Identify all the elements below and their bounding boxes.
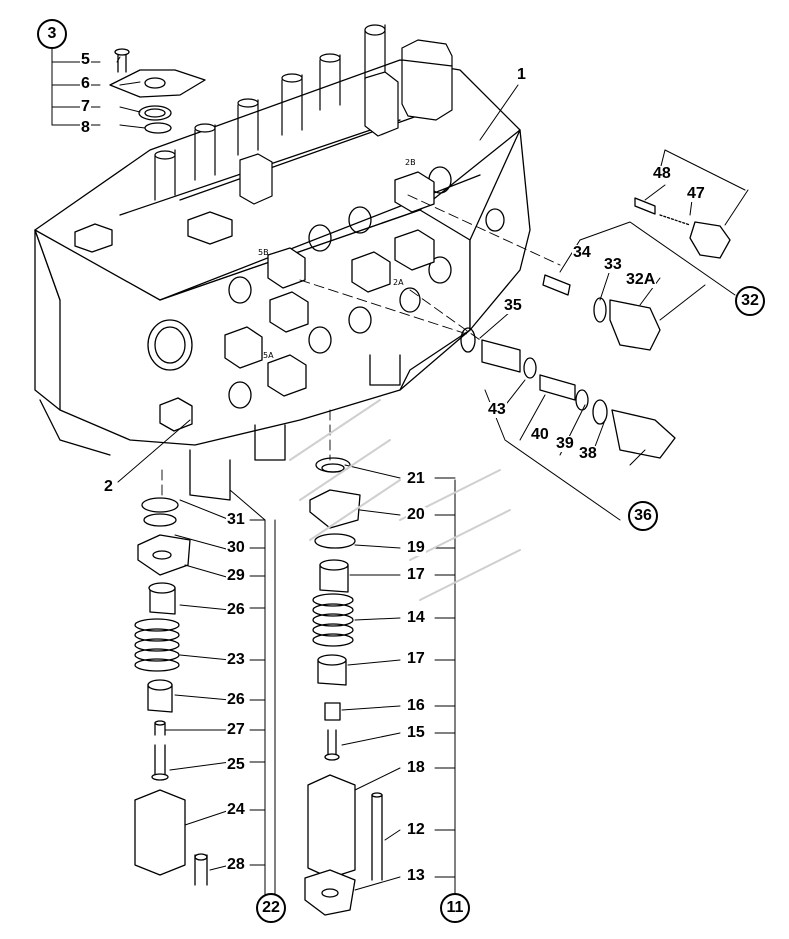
- callout-3: 3: [37, 19, 67, 49]
- body-mark-5a: 5A: [263, 351, 274, 360]
- label-1: 1: [516, 66, 527, 83]
- label-12: 12: [406, 821, 426, 838]
- label-20: 20: [406, 506, 426, 523]
- label-27: 27: [226, 721, 246, 738]
- label-19: 19: [406, 539, 426, 556]
- parts-32-34: [542, 274, 661, 351]
- body-mark-2a: 2A: [393, 278, 404, 287]
- watermark-logo: [289, 399, 521, 601]
- label-43: 43: [487, 401, 507, 418]
- body-mark-2b: 2B: [405, 158, 416, 167]
- label-39: 39: [555, 435, 575, 452]
- label-30: 30: [226, 539, 246, 556]
- label-23: 23: [226, 651, 246, 668]
- valve-body: 2B 5B 2A 5A: [34, 24, 531, 501]
- label-14: 14: [406, 609, 426, 626]
- label-24: 24: [226, 801, 246, 818]
- leader-lines: [51, 47, 749, 906]
- label-26-upper: 26: [226, 601, 246, 618]
- parts-35-43: [460, 327, 676, 459]
- label-15: 15: [406, 724, 426, 741]
- parts-5-8: [109, 48, 206, 134]
- label-26-lower: 26: [226, 691, 246, 708]
- label-7: 7: [80, 98, 91, 115]
- callout-22: 22: [256, 893, 286, 923]
- label-34: 34: [572, 244, 592, 261]
- label-6: 6: [80, 75, 91, 92]
- callout-32: 32: [735, 286, 765, 316]
- label-17-lower: 17: [406, 650, 426, 667]
- label-25: 25: [226, 756, 246, 773]
- label-5: 5: [80, 51, 91, 68]
- label-35: 35: [503, 297, 523, 314]
- label-28: 28: [226, 856, 246, 873]
- label-47: 47: [686, 185, 706, 202]
- label-8: 8: [80, 119, 91, 136]
- centre-lines: [161, 194, 561, 501]
- label-16: 16: [406, 697, 426, 714]
- label-21: 21: [406, 470, 426, 487]
- label-38: 38: [578, 445, 598, 462]
- callout-36: 36: [628, 501, 658, 531]
- label-31: 31: [226, 511, 246, 528]
- callout-11: 11: [440, 893, 470, 923]
- body-mark-5b: 5B: [258, 248, 269, 257]
- label-40: 40: [530, 426, 550, 443]
- label-29: 29: [226, 567, 246, 584]
- label-33: 33: [603, 256, 623, 273]
- label-17-upper: 17: [406, 566, 426, 583]
- label-32a: 32A: [625, 271, 657, 288]
- label-2: 2: [103, 478, 114, 495]
- left-stack-parts: [134, 497, 208, 886]
- right-stack-parts: [304, 457, 383, 916]
- label-18: 18: [406, 759, 426, 776]
- parts-47-48: [634, 197, 731, 259]
- label-13: 13: [406, 867, 426, 884]
- label-48: 48: [652, 165, 672, 182]
